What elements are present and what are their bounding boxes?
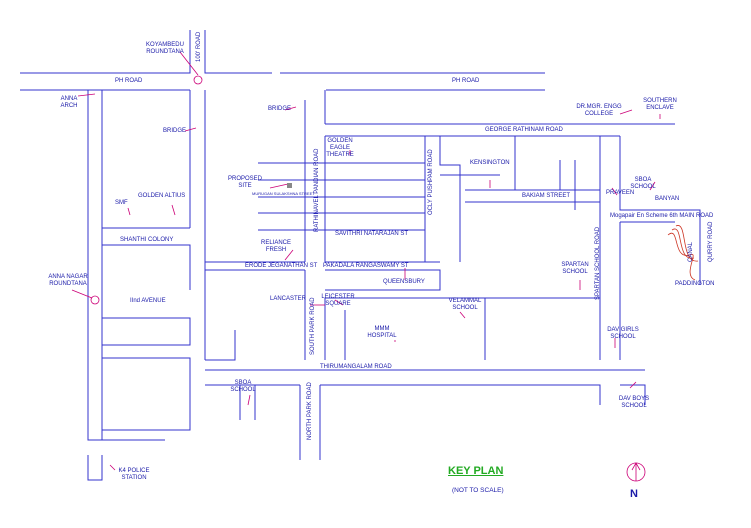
place-praveen: PRAVEEN [606,190,635,196]
road-label-south-park-road: SOUTH PARK ROAD [310,297,316,355]
road-label-george-rathinam: GEORGE RATHINAM ROAD [485,127,563,133]
place-pointers [71,51,661,471]
place-lancaster: LANCASTER [270,296,307,302]
road-label-murugan-sulakshna: MURUGAN SULAKSHNA STREET [252,191,315,196]
road-label-pakadala-rangaswamy: PAKADALA RANGASWAMY ST [323,263,409,269]
road-network [20,30,701,481]
place-dr-mgr-college: DR.MGR. ENGG COLLEGE [576,104,622,117]
key-plan-subtitle: (NOT TO SCALE) [452,487,504,494]
place-bridge-left: BRIDGE [163,128,187,134]
north-arrow-symbol [626,462,646,482]
place-southern-enclave: SOUTHERN ENCLAVE [643,98,677,111]
canal-label: CANAL [688,241,694,262]
roundtana-markers [90,75,203,305]
road-label-erode-jeganathan: ERODE JEGANATHAN ST [245,263,318,269]
place-leicester-square: LEICESTER SQUARE [321,294,355,307]
road-label-savithri-natarajan: SAVITHRI NATARAJAN ST [335,231,409,237]
place-proposed-site: PROPOSED SITE [227,176,262,189]
place-anna-arch: ANNA ARCH [60,96,78,109]
place-kensington: KENSINGTON [470,160,510,166]
north-indicator: N [630,488,638,500]
place-queensbury: QUEENSBURY [383,279,425,285]
place-banyan: BANYAN [655,196,680,202]
key-plan-title: KEY PLAN [448,465,504,477]
canal [667,225,699,281]
road-label-north-park-road: NORTH PARK ROAD [307,382,313,440]
place-dav-girls-school: DAV GIRLS SCHOOL [607,327,639,340]
place-dav-boys-school: DAV BOYS SCHOOL [618,396,650,409]
place-anna-nagar-roundtana: ANNA NAGAR ROUNDTANA [48,274,88,287]
road-label-ocly-pushpam: OCLY PUSHPAM ROAD [428,149,434,215]
place-sboa-school-bottom: SBOA SCHOOL [230,380,256,393]
road-label-mogappair-main: Mogapair En Scheme 6th MAIN ROAD [610,213,714,219]
place-golden-eagle-theatre: GOLDEN EAGLE THEATRE [326,138,354,158]
place-reliance-fresh: RELIANCE FRESH [260,240,291,253]
place-mmm-hospital: MMM HOSPITAL [367,326,397,339]
road-label-ph-road-right: PH ROAD [452,78,480,84]
place-bridge-top: BRIDGE [268,106,292,112]
place-golden-altius: GOLDEN ALTIUS [138,193,186,199]
place-sboa-school-right: SBOA SCHOOL [630,177,656,190]
road-label-ph-road-left: PH ROAD [115,78,143,84]
road-label-thirumangalam: THIRUMANGALAM ROAD [320,364,392,370]
place-paddington: PADDINGTON [675,281,715,287]
road-label-bakiam-street: BAKIAM STREET [522,193,571,199]
road-label-100ft-road: 100' ROAD [196,31,202,62]
road-label-iind-avenue: IInd AVENUE [130,298,166,304]
road-label-spartan-school-road: SPARTAN SCHOOL ROAD [595,226,601,300]
proposed-site-marker [287,183,292,188]
place-k4-police-station: K4 POLICE STATION [118,468,150,481]
place-shanthi-colony: SHANTHI COLONY [120,237,174,243]
road-label-quarry-road: QURRY ROAD [708,221,714,262]
place-smf: SMF [115,200,128,206]
place-velammal-school: VELAMMAL SCHOOL [448,298,482,311]
place-koyambedu-roundtana: KOYAMBEDU ROUNDTANA [146,42,184,55]
place-spartan-school: SPARTAN SCHOOL [561,262,589,275]
